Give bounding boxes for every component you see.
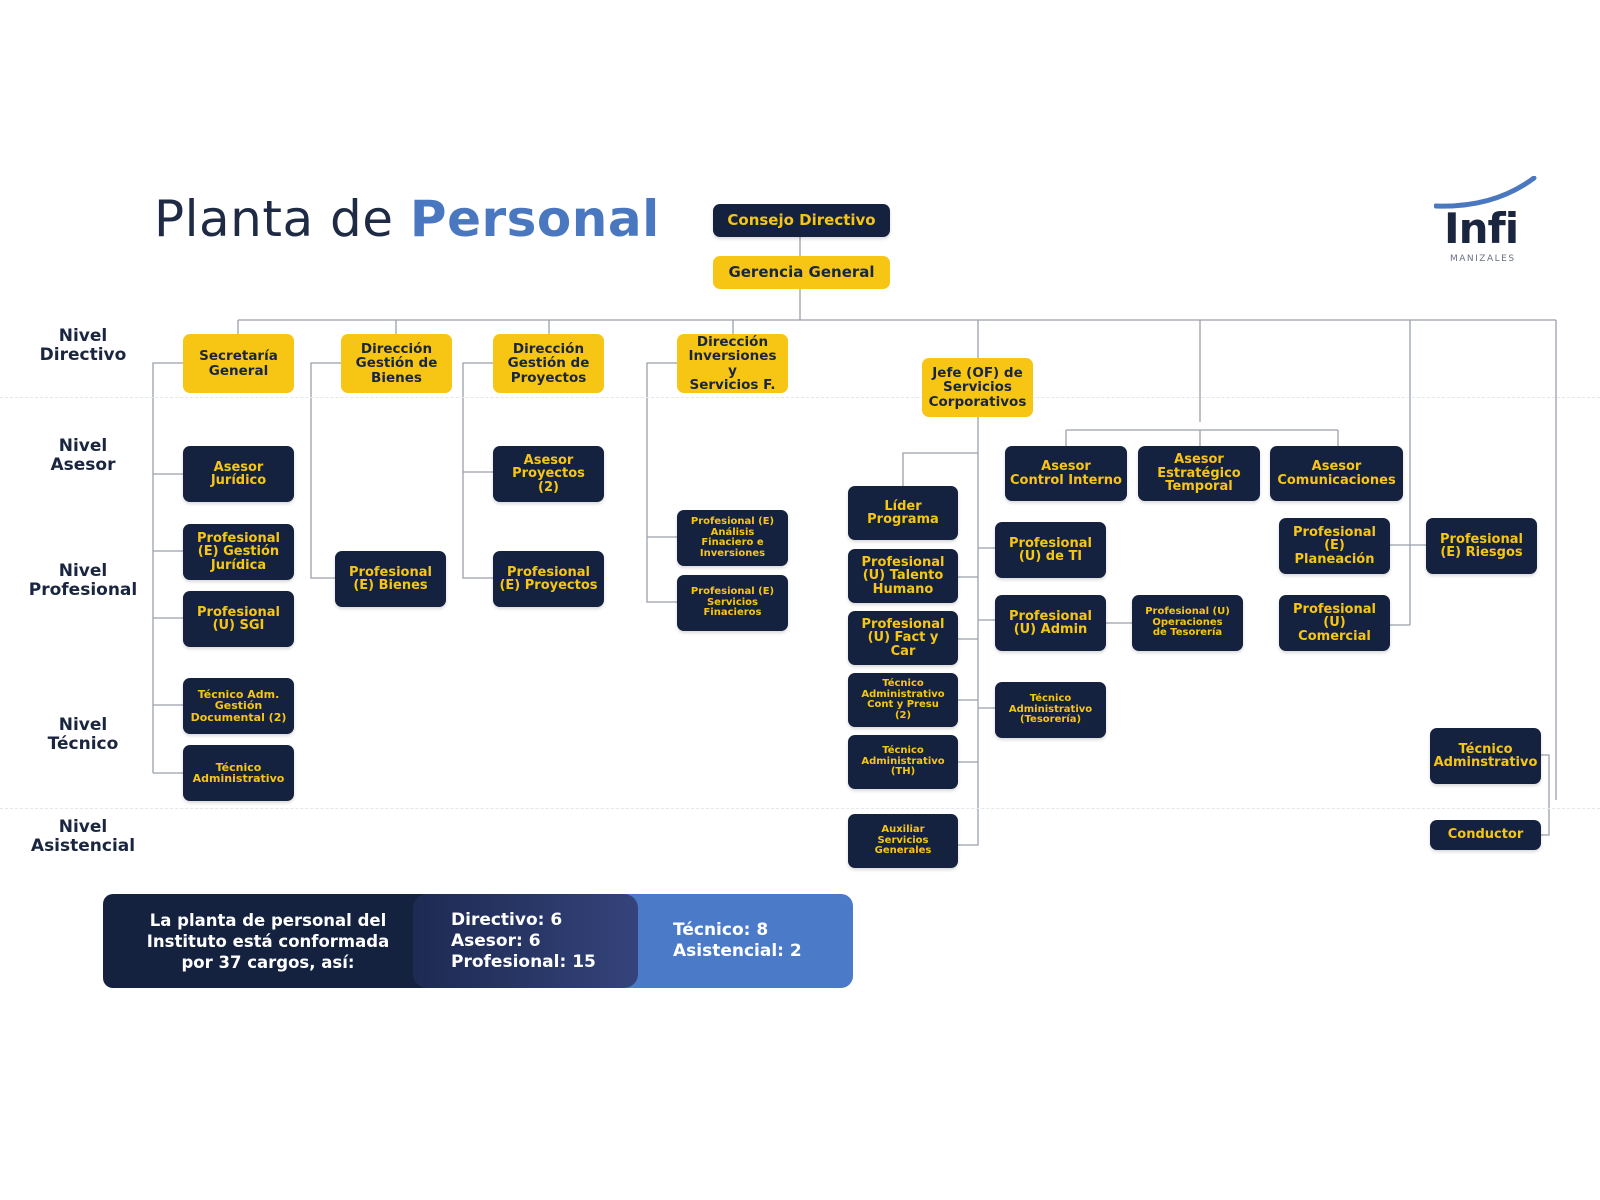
node-tec-administrativo-2: Técnico Adminstrativo (1430, 728, 1541, 784)
level-label-directivo: Nivel Directivo (39, 326, 127, 365)
node-prof-riesgos: Profesional (E) Riesgos (1426, 518, 1537, 574)
node-dir-gestion-bienes: Dirección Gestión de Bienes (341, 334, 452, 393)
summary-asistencial: Asistencial: 2 (673, 941, 802, 961)
level-label-asistencial: Nivel Asistencial (30, 817, 136, 856)
title-plain: Planta de (154, 190, 394, 248)
logo-swoosh-icon (1434, 176, 1546, 216)
node-prof-bienes: Profesional (E) Bienes (335, 551, 446, 607)
node-tec-administrativo-1: Técnico Administrativo (183, 745, 294, 801)
node-prof-sgi: Profesional (U) SGI (183, 591, 294, 647)
level-label-tecnico: Nivel Técnico (47, 715, 119, 754)
node-prof-operaciones-tesoreria: Profesional (U) Operaciones de Tesorería (1132, 595, 1243, 651)
node-asesor-comunicaciones: Asesor Comunicaciones (1270, 446, 1403, 501)
node-gerencia-general: Gerencia General (713, 256, 890, 289)
node-auxiliar-servicios-generales: Auxiliar Servicios Generales (848, 814, 958, 868)
node-asesor-juridico: Asesor Jurídico (183, 446, 294, 502)
node-lider-programa: Líder Programa (848, 486, 958, 540)
node-secretaria-general: Secretaría General (183, 334, 294, 393)
node-asesor-estrategico: Asesor Estratégico Temporal (1138, 446, 1260, 501)
node-jefe-servicios-corporativos: Jefe (OF) de Servicios Corporativos (922, 358, 1033, 417)
summary-panel-middle: Directivo: 6 Asesor: 6 Profesional: 15 (413, 894, 638, 988)
node-tec-cont-presu: Técnico Administrativo Cont y Presu (2) (848, 673, 958, 727)
page-title: Planta de Personal (154, 192, 660, 247)
summary-intro: La planta de personal del Instituto está… (103, 894, 433, 988)
node-prof-fact-car: Profesional (U) Fact y Car (848, 611, 958, 665)
node-tec-administrativo-th: Técnico Administrativo (TH) (848, 735, 958, 789)
logo-sub: MANIZALES (1450, 254, 1516, 264)
node-prof-admin: Profesional (U) Admin (995, 595, 1106, 651)
level-label-profesional: Nivel Profesional (28, 561, 138, 600)
title-accent: Personal (409, 190, 660, 248)
node-asesor-control-interno: Asesor Control Interno (1005, 446, 1127, 501)
summary-tecnico: Técnico: 8 (673, 920, 769, 940)
level-label-asesor: Nivel Asesor (50, 436, 116, 475)
node-prof-servicios-financieros: Profesional (E) Servicios Finacieros (677, 575, 788, 631)
node-tec-gestion-documental: Técnico Adm. Gestión Documental (2) (183, 678, 294, 734)
node-dir-inversiones: Dirección Inversiones y Servicios F. (677, 334, 788, 393)
node-consejo-directivo: Consejo Directivo (713, 204, 890, 237)
node-prof-planeacion: Profesional (E) Planeación (1279, 518, 1390, 574)
node-prof-ti: Profesional (U) de TI (995, 522, 1106, 578)
node-dir-gestion-proyectos: Dirección Gestión de Proyectos (493, 334, 604, 393)
node-conductor: Conductor (1430, 820, 1541, 850)
node-prof-proyectos: Profesional (E) Proyectos (493, 551, 604, 607)
logo-word: Infi (1444, 204, 1519, 253)
summary-panel-right: Técnico: 8 Asistencial: 2 (623, 894, 853, 988)
node-tec-tesoreria: Técnico Administrativo (Tesorería) (995, 682, 1106, 738)
band-separator (0, 808, 1600, 809)
summary-profesional: Profesional: 15 (451, 951, 596, 972)
node-prof-comercial: Profesional (U) Comercial (1279, 595, 1390, 651)
node-prof-analisis-financiero: Profesional (E) Análisis Finaciero e Inv… (677, 510, 788, 566)
summary-banner: Técnico: 8 Asistencial: 2 La planta de p… (103, 894, 853, 988)
infi-logo: Infi MANIZALES (1434, 176, 1546, 276)
summary-asesor: Asesor: 6 (451, 930, 541, 951)
node-prof-talento-humano: Profesional (U) Talento Humano (848, 549, 958, 603)
band-separator (0, 397, 1600, 398)
node-asesor-proyectos: Asesor Proyectos (2) (493, 446, 604, 502)
summary-directivo: Directivo: 6 (451, 909, 563, 930)
node-prof-gestion-juridica: Profesional (E) Gestión Jurídica (183, 524, 294, 580)
